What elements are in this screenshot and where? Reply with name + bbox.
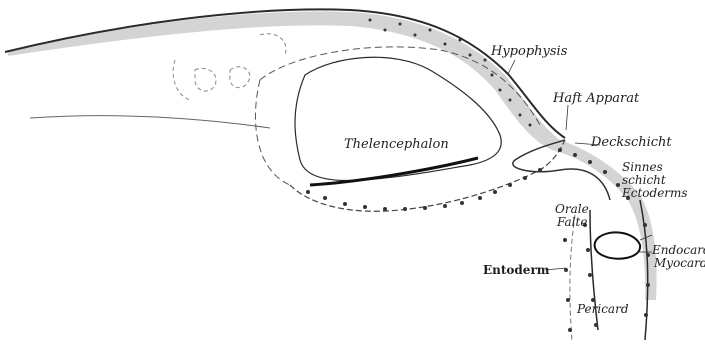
- brain-inner-boundary: [255, 47, 540, 185]
- left-faint-structures: [173, 34, 286, 100]
- label-hypophysis: Hypophysis: [491, 46, 567, 58]
- label-sinnes-2: schicht: [622, 174, 666, 186]
- label-telencephalon: Thelencephalon: [344, 139, 449, 151]
- telencephalon-cavity: [295, 57, 501, 180]
- label-endocard: Endocard: [652, 244, 705, 256]
- label-sinnes-1: Sinnes: [622, 161, 663, 173]
- telencephalon-floor: [310, 158, 478, 185]
- label-entoderm: Entoderm: [483, 264, 549, 276]
- label-myocard: Myocard: [654, 257, 705, 269]
- entoderm-line: [570, 215, 575, 340]
- label-sinnes-3: Ectoderms: [622, 187, 688, 199]
- label-haft-apparat: Haft Apparat: [553, 93, 639, 105]
- label-deckschicht: Deckschicht: [591, 137, 672, 149]
- label-pericard: Pericard: [577, 303, 629, 315]
- endocard-shape: [595, 232, 640, 258]
- label-orale-1: Orale: [555, 203, 589, 215]
- label-orale-2: Falte: [557, 216, 587, 228]
- left-thin-line: [30, 116, 270, 128]
